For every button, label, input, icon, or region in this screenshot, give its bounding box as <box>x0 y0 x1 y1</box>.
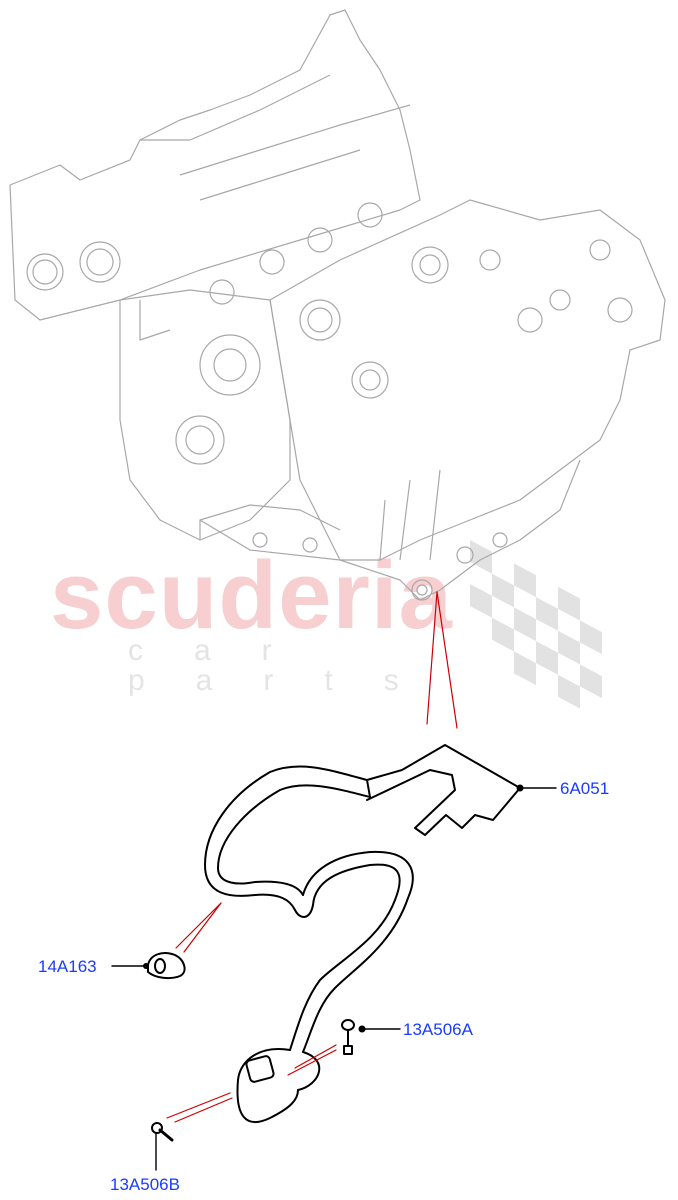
watermark-tagline: car parts <box>128 634 450 697</box>
callout-13A506A[interactable]: 13A506A <box>403 1020 473 1039</box>
watermark-brand: scuderia <box>50 542 453 649</box>
callout-13A506B[interactable]: 13A506B <box>110 1175 180 1194</box>
callout-14A163[interactable]: 14A163 <box>38 957 97 976</box>
callout-6A051[interactable]: 6A051 <box>560 779 610 798</box>
leader-lines <box>111 784 557 1171</box>
